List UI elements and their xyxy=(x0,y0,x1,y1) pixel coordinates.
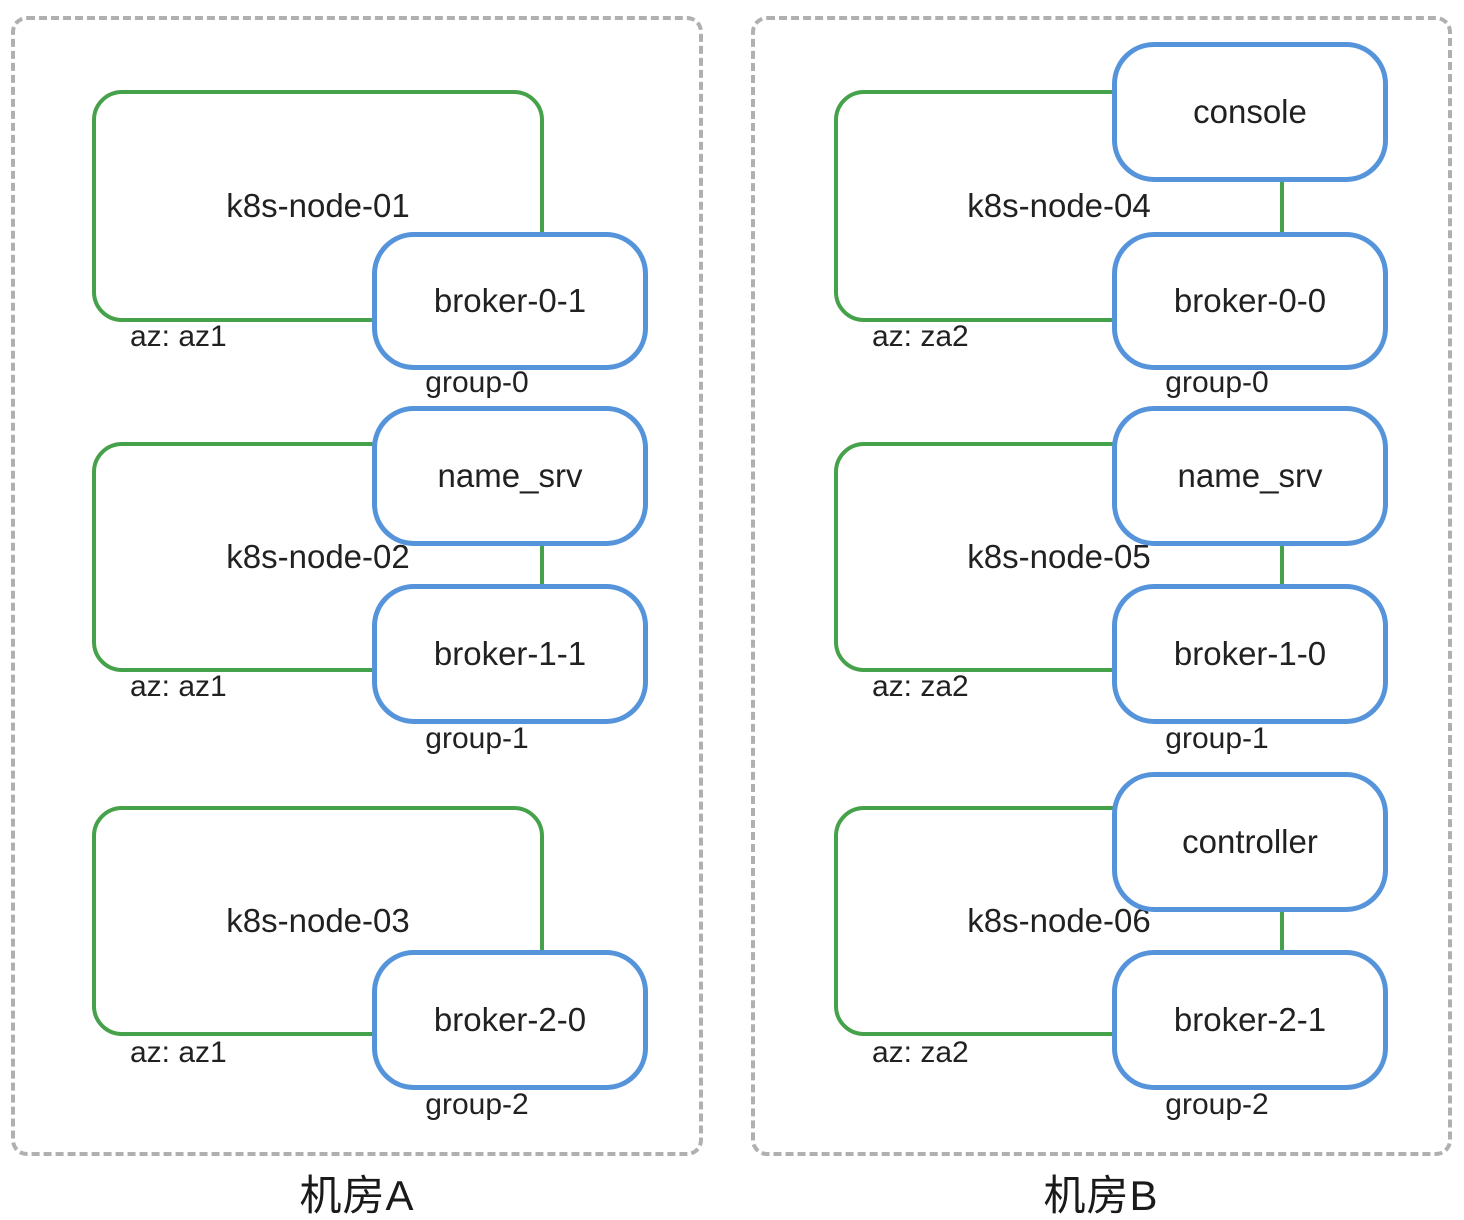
group-label: group-2 xyxy=(1165,1088,1269,1121)
pod-box-broker-1-0: broker-1-0 xyxy=(1112,584,1388,724)
pod-box-broker-0-1: broker-0-1 xyxy=(372,232,648,370)
pod-box-broker-0-0: broker-0-0 xyxy=(1112,232,1388,370)
pod-box-name-srv-b: name_srv xyxy=(1112,406,1388,546)
pod-box-name-srv-a: name_srv xyxy=(372,406,648,546)
node-name: k8s-node-03 xyxy=(226,902,410,939)
node-name: k8s-node-02 xyxy=(226,538,410,575)
pod-name: controller xyxy=(1182,823,1318,860)
pod-name: broker-0-1 xyxy=(433,282,587,319)
node-box-k8s-node-02: k8s-node-02 xyxy=(92,442,544,672)
group-label: group-0 xyxy=(425,366,529,399)
node-box-k8s-node-04: k8s-node-04 xyxy=(834,90,1284,322)
room-a-label: 机房A xyxy=(299,1172,415,1219)
node-box-k8s-node-01: k8s-node-01 xyxy=(92,90,544,322)
pod-box-controller: controller xyxy=(1112,772,1388,912)
pod-name: name_srv xyxy=(1177,457,1323,494)
pod-name: broker-1-0 xyxy=(1173,635,1327,672)
node-box-k8s-node-03: k8s-node-03 xyxy=(92,806,544,1036)
az-label: az: az1 xyxy=(130,670,227,703)
group-label: group-2 xyxy=(425,1088,529,1121)
group-label: group-1 xyxy=(425,722,529,755)
pod-name: broker-1-1 xyxy=(433,635,587,672)
pod-name: console xyxy=(1193,93,1307,130)
pod-box-broker-2-0: broker-2-0 xyxy=(372,950,648,1090)
node-box-k8s-node-05: k8s-node-05 xyxy=(834,442,1284,672)
room-b-label: 机房B xyxy=(1043,1172,1159,1219)
az-label: az: za2 xyxy=(872,670,969,703)
az-label: az: za2 xyxy=(872,1036,969,1069)
az-label: az: za2 xyxy=(872,320,969,353)
pod-name: broker-0-0 xyxy=(1173,282,1327,319)
pod-box-broker-2-1: broker-2-1 xyxy=(1112,950,1388,1090)
group-label: group-0 xyxy=(1165,366,1269,399)
az-label: az: az1 xyxy=(130,1036,227,1069)
pod-box-broker-1-1: broker-1-1 xyxy=(372,584,648,724)
node-name: k8s-node-05 xyxy=(967,538,1151,575)
group-label: group-1 xyxy=(1165,722,1269,755)
node-name: k8s-node-06 xyxy=(967,902,1151,939)
az-label: az: az1 xyxy=(130,320,227,353)
node-name: k8s-node-01 xyxy=(226,187,410,224)
pod-box-console: console xyxy=(1112,42,1388,182)
node-name: k8s-node-04 xyxy=(967,187,1151,224)
node-box-k8s-node-06: k8s-node-06 xyxy=(834,806,1284,1036)
pod-name: name_srv xyxy=(437,457,583,494)
pod-name: broker-2-0 xyxy=(433,1001,587,1038)
pod-name: broker-2-1 xyxy=(1173,1001,1327,1038)
room-b-container xyxy=(751,16,1452,1156)
room-a-container xyxy=(11,16,703,1156)
